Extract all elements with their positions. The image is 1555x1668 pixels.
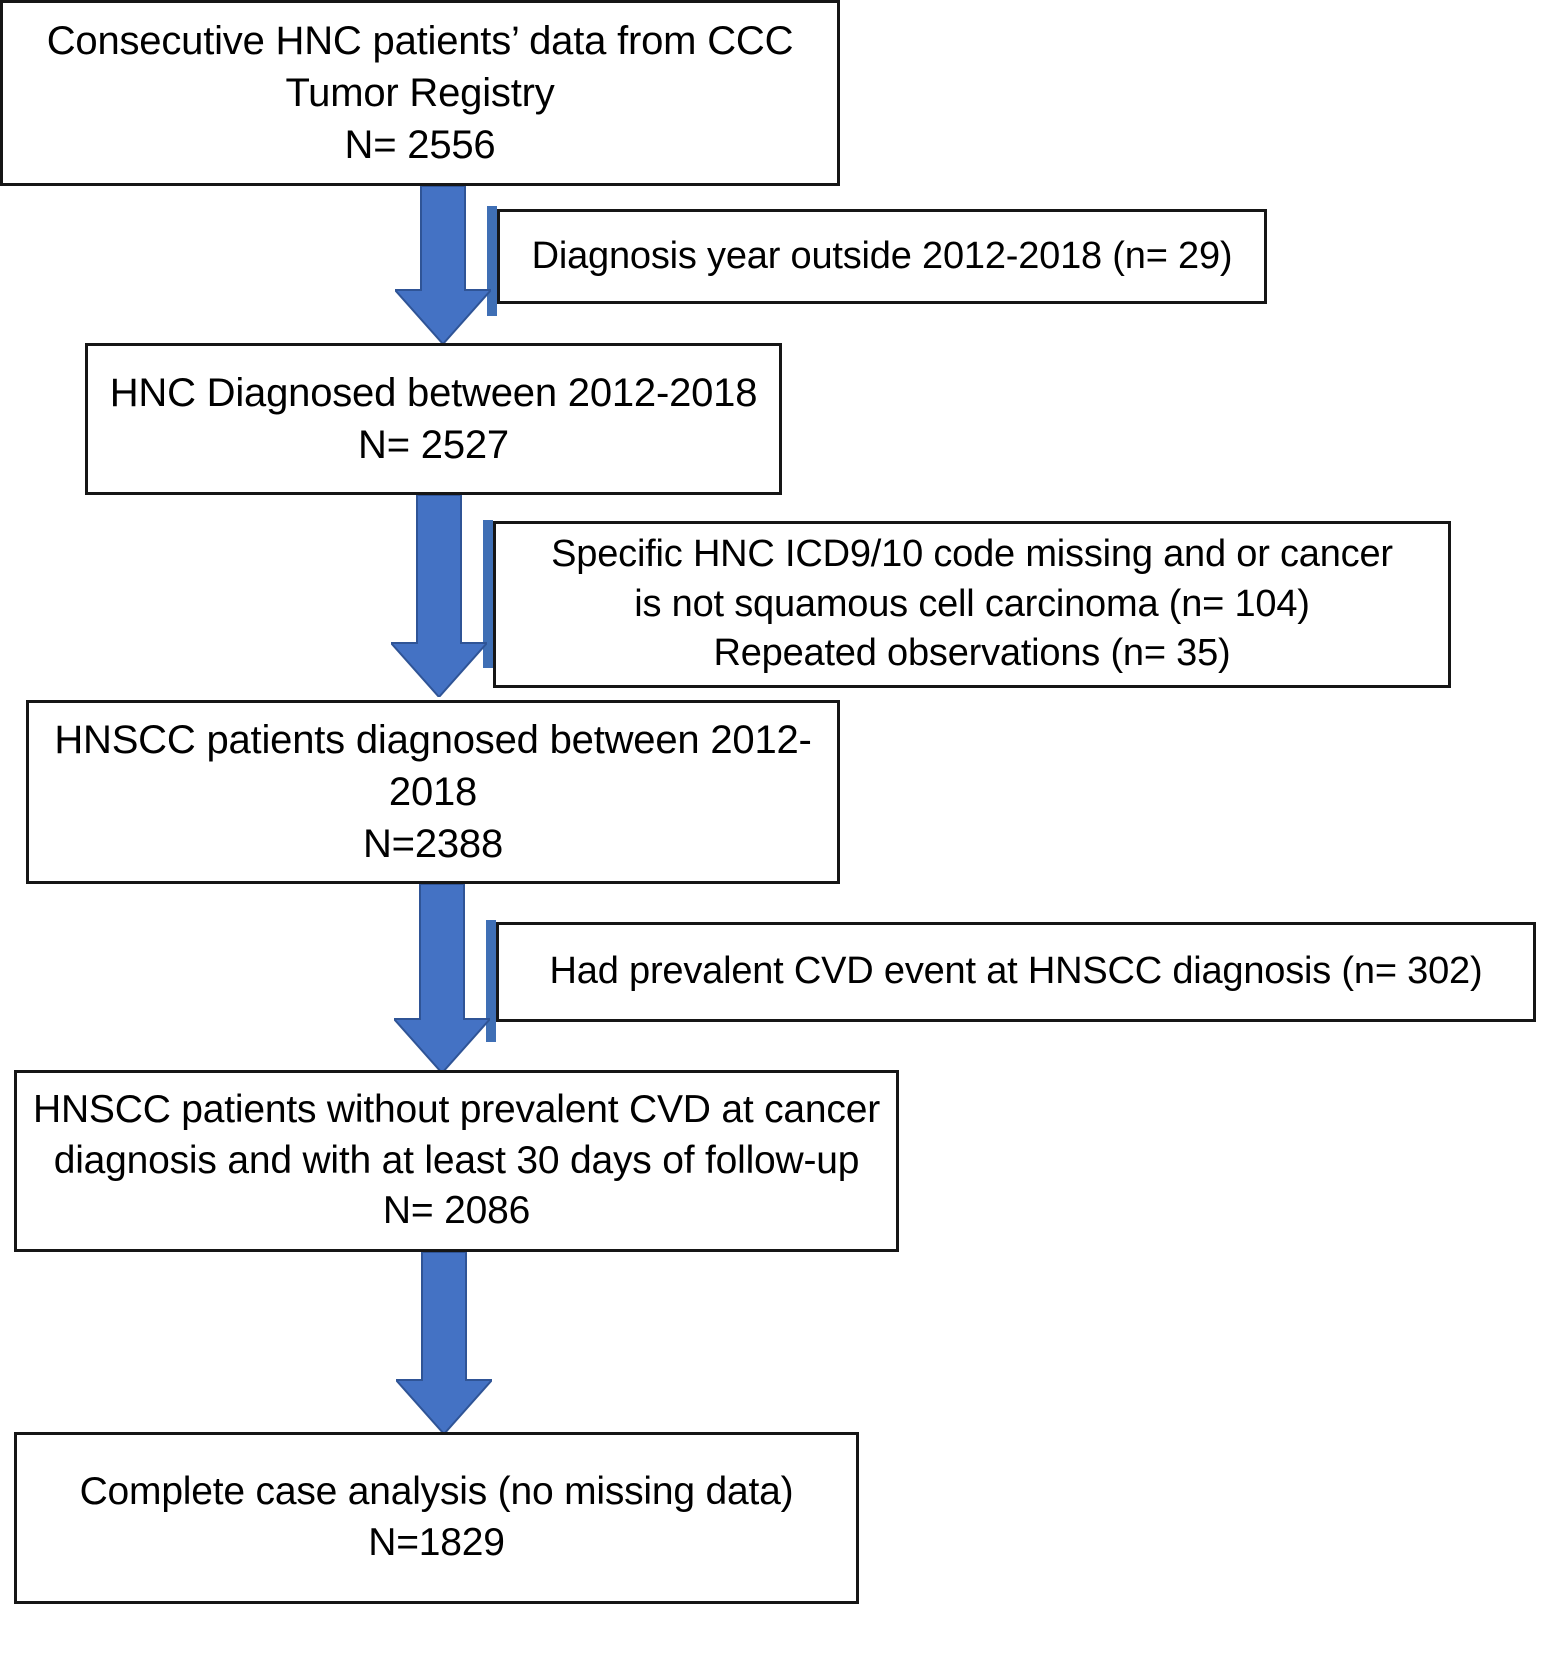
node-exclusion-prevalent-cvd-line-1: Had prevalent CVD event at HNSCC diagnos… [549,950,1483,993]
exclusion-stem-2 [483,520,493,668]
node-source-cohort-line-2: Tumor Registry [285,71,555,115]
node-hnscc-no-prevalent-cvd-line-1: HNSCC patients without prevalent CVD at … [32,1087,880,1131]
node-hnscc-2012-2018-line-1: HNSCC patients diagnosed between 2012- [54,718,812,762]
node-complete-case-count: N=1829 [368,1521,505,1564]
arrow-down-1 [395,186,491,344]
node-exclusion-diagnosis-year-line-1: Diagnosis year outside 2012-2018 (n= 29) [531,234,1233,277]
arrow-down-2 [391,495,487,697]
node-complete-case: Complete case analysis (no missing data)… [14,1432,859,1604]
node-hnscc-no-prevalent-cvd-line-2: diagnosis and with at least 30 days of f… [53,1138,860,1182]
exclusion-stem-3 [486,920,496,1042]
node-hnscc-2012-2018: HNSCC patients diagnosed between 2012- 2… [26,700,840,884]
exclusion-stem-1 [487,206,497,316]
node-hnc-2012-2018-line-1: HNC Diagnosed between 2012-2018 [109,371,758,415]
node-exclusion-icd-and-repeats-line-3: Repeated observations (n= 35) [713,632,1231,675]
node-source-cohort-count: N= 2556 [344,123,496,167]
node-hnc-2012-2018: HNC Diagnosed between 2012-2018 N= 2527 [85,343,782,495]
node-exclusion-icd-and-repeats-line-2: is not squamous cell carcinoma (n= 104) [634,582,1310,625]
node-hnscc-2012-2018-count: N=2388 [362,822,504,866]
arrow-down-4 [396,1252,492,1434]
node-exclusion-icd-and-repeats: Specific HNC ICD9/10 code missing and or… [493,521,1451,688]
node-exclusion-icd-and-repeats-line-1: Specific HNC ICD9/10 code missing and or… [551,533,1393,576]
node-complete-case-line-1: Complete case analysis (no missing data) [79,1470,794,1514]
node-source-cohort: Consecutive HNC patients’ data from CCC … [0,0,840,186]
node-exclusion-prevalent-cvd: Had prevalent CVD event at HNSCC diagnos… [496,922,1536,1022]
node-exclusion-diagnosis-year: Diagnosis year outside 2012-2018 (n= 29) [497,209,1267,304]
node-hnscc-no-prevalent-cvd-count: N= 2086 [382,1189,531,1233]
node-hnc-2012-2018-count: N= 2527 [358,423,509,467]
node-hnscc-no-prevalent-cvd: HNSCC patients without prevalent CVD at … [14,1070,899,1252]
node-source-cohort-line-1: Consecutive HNC patients’ data from CCC [46,19,794,63]
arrow-down-3 [394,884,490,1073]
node-hnscc-2012-2018-line-2: 2018 [388,770,478,814]
